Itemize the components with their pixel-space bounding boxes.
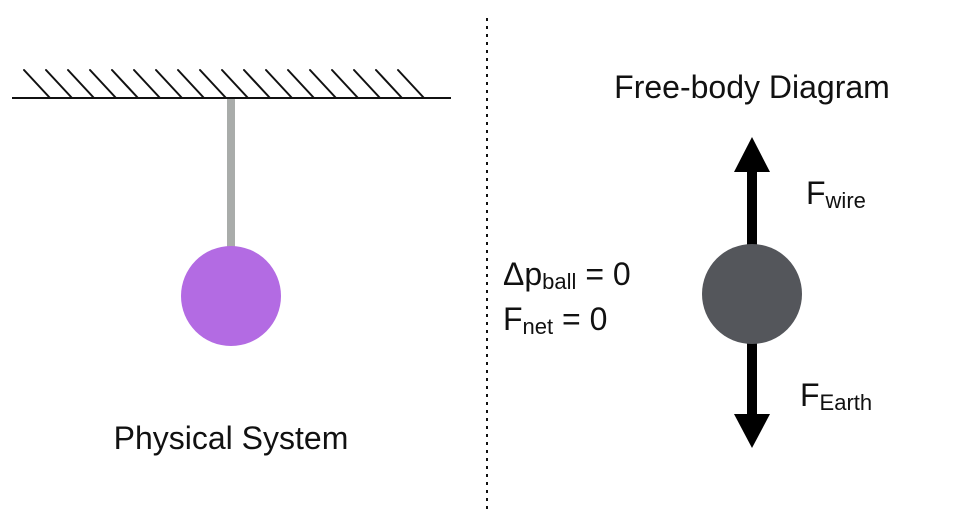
momentum-value: = 0 bbox=[576, 256, 630, 292]
ball bbox=[181, 246, 281, 346]
wire bbox=[227, 99, 235, 249]
hatch-mark bbox=[287, 69, 315, 99]
wire-force-arrowhead bbox=[734, 137, 770, 172]
earth-force-arrow bbox=[734, 340, 770, 448]
hatch-mark bbox=[155, 69, 183, 99]
wire-force-shaft bbox=[747, 170, 757, 250]
physical-system-panel: Physical System bbox=[12, 69, 451, 456]
earth-force-subscript: Earth bbox=[820, 390, 873, 415]
wire-force-label: Fwire bbox=[806, 175, 866, 213]
net-force-symbol: F bbox=[503, 301, 523, 337]
net-force-equation: Fnet = 0 bbox=[503, 301, 607, 339]
hatch-mark bbox=[177, 69, 205, 99]
hatch-mark bbox=[375, 69, 403, 99]
hatch-mark bbox=[243, 69, 271, 99]
hatch-mark bbox=[199, 69, 227, 99]
physical-system-caption: Physical System bbox=[114, 420, 349, 456]
earth-force-arrowhead bbox=[734, 414, 770, 448]
free-body-ball bbox=[702, 244, 802, 344]
hatch-mark bbox=[331, 69, 359, 99]
hatch-mark bbox=[45, 69, 73, 99]
hatch-mark bbox=[353, 69, 381, 99]
hatch-mark bbox=[265, 69, 293, 99]
momentum-symbol: Δp bbox=[503, 256, 542, 292]
free-body-title: Free-body Diagram bbox=[614, 69, 890, 105]
hatch-mark bbox=[67, 69, 95, 99]
hatch-mark bbox=[221, 69, 249, 99]
wire-force-arrow bbox=[734, 137, 770, 250]
momentum-subscript: ball bbox=[542, 269, 576, 294]
hatch-mark bbox=[309, 69, 337, 99]
hatch-mark bbox=[89, 69, 117, 99]
earth-force-shaft bbox=[747, 340, 757, 418]
hatch-mark bbox=[23, 69, 51, 99]
earth-force-symbol: F bbox=[800, 377, 820, 413]
ceiling-hatching bbox=[23, 69, 425, 99]
equations: Δpball = 0 Fnet = 0 bbox=[503, 256, 631, 339]
wire-force-subscript: wire bbox=[825, 188, 866, 213]
earth-force-label: FEarth bbox=[800, 377, 872, 415]
net-force-value: = 0 bbox=[553, 301, 607, 337]
momentum-equation: Δpball = 0 bbox=[503, 256, 631, 294]
free-body-panel: Free-body Diagram Fwire FEarth bbox=[614, 69, 890, 448]
hatch-mark bbox=[397, 69, 425, 99]
net-force-subscript: net bbox=[523, 314, 554, 339]
wire-force-symbol: F bbox=[806, 175, 826, 211]
hatch-mark bbox=[111, 69, 139, 99]
hatch-mark bbox=[133, 69, 161, 99]
